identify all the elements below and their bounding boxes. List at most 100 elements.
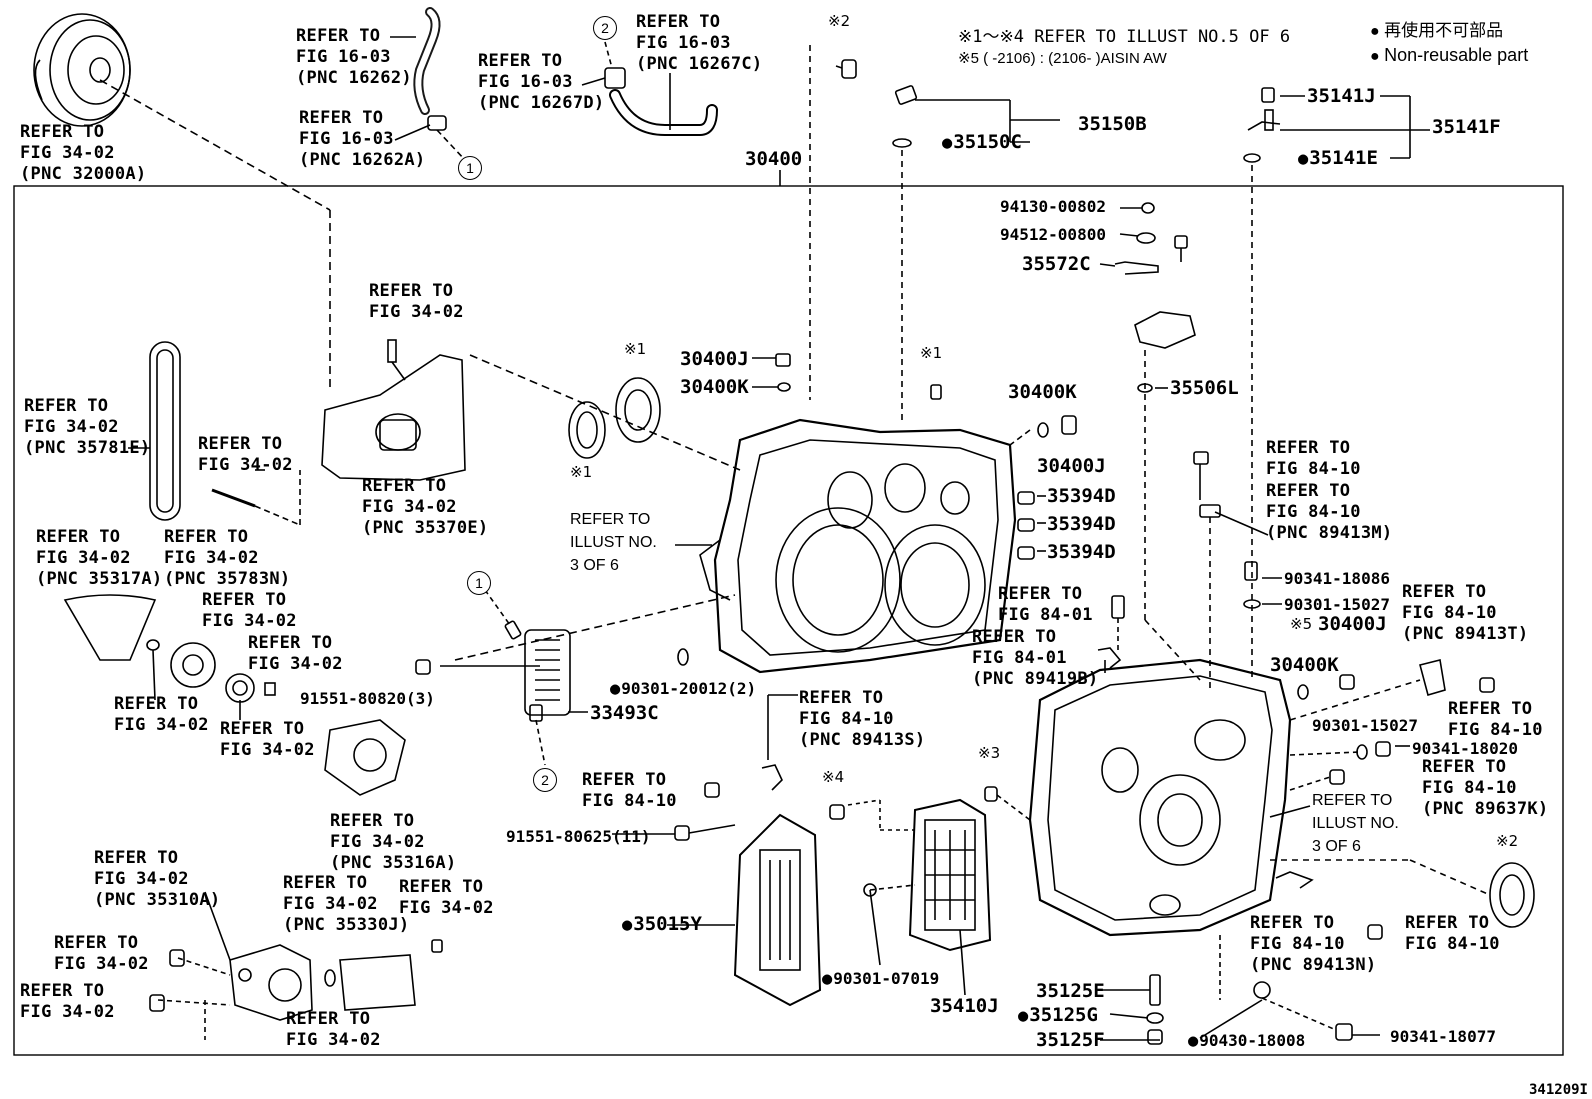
part-30400k-c: 30400K xyxy=(1270,654,1339,676)
ref-line: (PNC 35317A) xyxy=(36,569,163,589)
part-90301-07019: 90301-07019 xyxy=(822,968,939,990)
ref-line: (PNC 89413T) xyxy=(1402,624,1529,644)
ref-hose-16267d: REFER TO FIG 16-03 (PNC 16267D) xyxy=(478,51,604,114)
ref-line: ILLUST NO. xyxy=(1312,815,1399,832)
part-30400k-b: 30400K xyxy=(1008,381,1077,403)
ref-line: REFER TO xyxy=(1266,438,1351,458)
ref-line: (PNC 16262) xyxy=(296,68,412,88)
ref-chain-cover: REFER TO FIG 34-02 (PNC 35370E) xyxy=(362,476,488,539)
part-90341-18020: 90341-18020 xyxy=(1412,739,1518,758)
part-35125g: 35125G xyxy=(1018,1004,1098,1027)
part-35125f: 35125F xyxy=(1036,1029,1105,1051)
ref-illust-right: REFER TO ILLUST NO. 3 OF 6 xyxy=(1312,789,1399,858)
ref-line: (PNC 35370E) xyxy=(362,518,489,538)
ref-pump-cover: REFER TO FIG 34-02 (PNC 35316A) xyxy=(330,811,456,874)
ref-line: REFER TO xyxy=(299,108,384,128)
transaxle-case-drawing xyxy=(699,418,1017,674)
part-35394d-3: 35394D xyxy=(1047,541,1116,563)
note-line-2: ※5 ( -2106) : (2106- )AISIN AW xyxy=(958,50,1167,67)
ref-sensor-89413t: REFER TO FIG 84-10 (PNC 89413T) xyxy=(1402,582,1528,645)
ref-line: FIG 34-02 xyxy=(114,715,209,735)
ref-line: REFER TO xyxy=(1422,757,1507,777)
ref-sensor-89413n: REFER TO FIG 84-10 (PNC 89413N) xyxy=(1250,913,1376,976)
ref-line: FIG 34-02 xyxy=(36,548,131,568)
part-30400j-b: 30400J xyxy=(1037,455,1106,477)
part-35015y: 35015Y xyxy=(622,913,702,936)
ref-line: FIG 34-02 xyxy=(20,143,115,163)
ref-line: REFER TO xyxy=(369,281,454,301)
ref-line: FIG 34-02 xyxy=(164,548,259,568)
figure-id: 341209I xyxy=(1529,1082,1588,1098)
part-90301-15027-b: 90301-15027 xyxy=(1312,716,1418,735)
assembly-frame xyxy=(13,185,1564,1056)
ref-line: FIG 34-02 xyxy=(24,417,119,437)
ref-chain: REFER TO FIG 34-02 (PNC 35781E) xyxy=(24,396,150,459)
ref-line: (PNC 35330J) xyxy=(283,915,410,935)
torque-converter-drawing xyxy=(33,13,131,127)
ref-sprocket: REFER TO FIG 34-02 (PNC 35783N) xyxy=(164,527,290,590)
ref-washer: REFER TO FIG 34-02 xyxy=(220,719,315,761)
ref-line: (PNC 35310A) xyxy=(94,890,221,910)
ref-line: (PNC 16267D) xyxy=(478,93,605,113)
ref-sensor-89637k: REFER TO FIG 84-10 (PNC 89637K) xyxy=(1422,757,1548,820)
ref-line: FIG 34-02 xyxy=(399,898,494,918)
ref-line: FIG 34-02 xyxy=(54,954,149,974)
ref-line: REFER TO xyxy=(799,688,884,708)
ref-hose-16267c: REFER TO FIG 16-03 (PNC 16267C) xyxy=(636,12,762,75)
ref-line: REFER TO xyxy=(20,981,105,1001)
oil-strainer-drawing xyxy=(339,954,416,1011)
ref-line: (PNC 35316A) xyxy=(330,853,457,873)
part-91551-80820: 91551-80820(3) xyxy=(300,689,435,708)
ref-line: ILLUST NO. xyxy=(570,534,657,551)
ref-line: REFER TO xyxy=(283,873,368,893)
oil-cooler-drawing xyxy=(524,629,571,716)
ref-bolt-8410c: REFER TO FIG 84-10 xyxy=(1448,699,1543,741)
ref-line: REFER TO xyxy=(248,633,333,653)
ref-torque-converter: REFER TO FIG 34-02 (PNC 32000A) xyxy=(20,122,146,185)
ref-line: REFER TO xyxy=(286,1009,371,1029)
transaxle-rear-drawing xyxy=(1028,658,1292,937)
mark-4: ※4 xyxy=(822,768,845,786)
oil-seal-right-drawing xyxy=(1489,862,1535,928)
callout-2-mid: 2 xyxy=(533,768,557,792)
tcm-module-drawing xyxy=(733,813,822,1007)
ref-line: FIG 84-10 xyxy=(1250,934,1345,954)
ref-line: REFER TO xyxy=(1312,792,1393,809)
part-35410j: 35410J xyxy=(930,995,999,1017)
ref-line: REFER TO xyxy=(362,476,447,496)
ref-sensor-89413m: REFER TO FIG 84-10 (PNC 89413M) xyxy=(1266,481,1392,544)
ref-line: FIG 34-02 xyxy=(198,455,293,475)
legend-jp-text: 再使用不可部品 xyxy=(1384,21,1504,40)
part-35125e: 35125E xyxy=(1036,980,1105,1002)
ref-line: FIG 84-10 xyxy=(582,791,677,811)
ref-strainer: REFER TO FIG 34-02 (PNC 35330J) xyxy=(283,873,409,936)
oil-pump-drawing xyxy=(229,944,313,1021)
ref-line: REFER TO xyxy=(1448,699,1533,719)
part-94130-00802: 94130-00802 xyxy=(1000,197,1106,216)
ref-line: REFER TO xyxy=(478,51,563,71)
ref-line: FIG 34-02 xyxy=(330,832,425,852)
ref-bolt-mid: REFER TO FIG 34-02 xyxy=(198,434,293,476)
part-30400j-c: 30400J xyxy=(1318,613,1387,635)
ref-line: FIG 84-10 xyxy=(1266,459,1361,479)
sprocket-drawing xyxy=(170,642,216,688)
ref-line: REFER TO xyxy=(570,511,651,528)
ref-line: (PNC 16262A) xyxy=(299,150,426,170)
part-35141f: 35141F xyxy=(1432,116,1501,138)
ref-bolt-8410d: REFER TO FIG 84-10 xyxy=(1405,913,1500,955)
ref-line: REFER TO xyxy=(1405,913,1490,933)
position-sensor-drawing xyxy=(1134,311,1196,349)
ref-switch-8401: REFER TO FIG 84-01 xyxy=(998,584,1093,626)
ref-line: (PNC 89419B) xyxy=(972,669,1099,689)
ref-bolt-8410b: REFER TO FIG 84-10 xyxy=(1266,438,1361,480)
ref-pump-bolt-1: REFER TO FIG 34-02 xyxy=(54,933,149,975)
part-35141j: 35141J xyxy=(1307,85,1376,107)
ref-line: 3 OF 6 xyxy=(570,557,619,574)
ref-line: (PNC 35783N) xyxy=(164,569,291,589)
part-35150b: 35150B xyxy=(1078,113,1147,135)
ref-line: (PNC 89413M) xyxy=(1266,523,1393,543)
ref-illust-left: REFER TO ILLUST NO. 3 OF 6 xyxy=(570,508,657,577)
ref-line: FIG 84-10 xyxy=(1405,934,1500,954)
part-90430-18008: 90430-18008 xyxy=(1188,1030,1305,1052)
ref-oring-bottom: REFER TO FIG 34-02 xyxy=(286,1009,381,1051)
